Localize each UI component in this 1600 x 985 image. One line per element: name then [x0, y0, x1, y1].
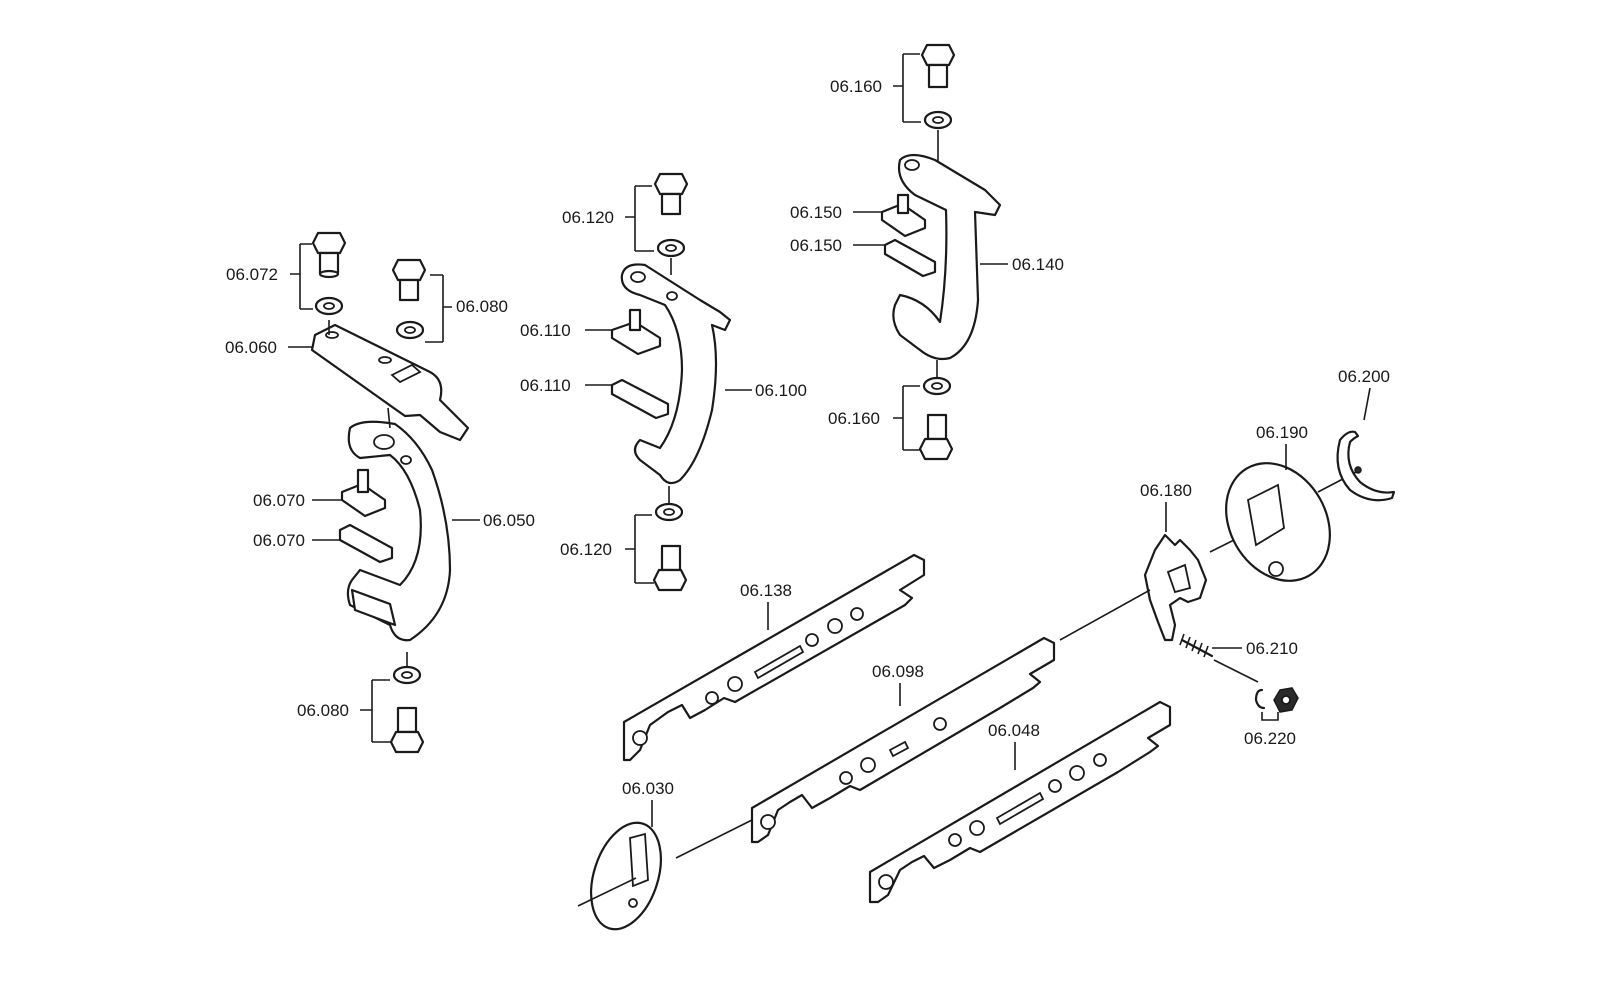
label-06-098: 06.098 [872, 662, 924, 681]
label-06-120-top: 06.120 [562, 208, 614, 227]
label-06-070-b: 06.070 [253, 531, 305, 550]
label-06-160-top: 06.160 [830, 77, 882, 96]
label-06-060: 06.060 [225, 338, 277, 357]
label-06-210: 06.210 [1246, 639, 1298, 658]
label-06-220: 06.220 [1244, 729, 1296, 748]
fork-06-050 [346, 420, 452, 642]
pad-06-110-b [610, 378, 670, 420]
fork-06-100 [620, 263, 732, 485]
pad-06-070-a [340, 468, 387, 518]
bolt-06-072 [311, 231, 347, 279]
label-06-100: 06.100 [755, 381, 807, 400]
washer-06-080-bot [392, 665, 422, 685]
label-06-048: 06.048 [988, 721, 1040, 740]
rail-06-098 [750, 636, 1056, 844]
disc-06-030 [590, 821, 662, 931]
label-06-030: 06.030 [622, 779, 674, 798]
lever-06-180 [1143, 533, 1208, 642]
bolt-06-080-bot [389, 706, 425, 754]
washer-06-160-bot [922, 376, 952, 396]
label-06-080-bot: 06.080 [297, 701, 349, 720]
bolt-06-120-top [653, 172, 689, 216]
label-06-070-a: 06.070 [253, 491, 305, 510]
rail-06-048 [868, 700, 1172, 904]
pad-06-110-a [610, 308, 662, 356]
washer-06-080-top [395, 320, 425, 340]
bolt-06-120-bot [652, 544, 688, 592]
retaining-ring-06-220 [1254, 688, 1266, 710]
bolt-06-080-top [391, 258, 427, 302]
washer-06-120-top [656, 238, 686, 258]
label-06-110-a: 06.110 [520, 321, 571, 340]
rail-06-138 [622, 553, 926, 762]
disc-06-190 [1225, 462, 1331, 582]
label-06-190: 06.190 [1256, 423, 1308, 442]
label-06-180: 06.180 [1140, 481, 1192, 500]
washer-06-160-top [923, 110, 953, 130]
label-06-050: 06.050 [483, 511, 535, 530]
fork-06-140 [892, 153, 1002, 361]
spring-06-210 [1179, 633, 1214, 658]
washer-06-120-bot [654, 502, 684, 522]
label-06-138: 06.138 [740, 581, 792, 600]
label-06-080-top: 06.080 [456, 297, 508, 316]
label-06-110-b: 06.110 [520, 376, 571, 395]
pad-06-150-b [883, 238, 937, 278]
label-06-072: 06.072 [226, 265, 278, 284]
label-06-140: 06.140 [1012, 255, 1064, 274]
label-06-120-bot: 06.120 [560, 540, 612, 559]
label-06-150-b: 06.150 [790, 236, 842, 255]
plate-06-060 [310, 323, 470, 442]
pad-06-070-b [338, 523, 394, 564]
washer-06-072 [314, 296, 344, 316]
label-06-150-a: 06.150 [790, 203, 842, 222]
label-06-160-bot: 06.160 [828, 409, 880, 428]
bolt-06-160-bot [918, 413, 954, 461]
label-06-200: 06.200 [1338, 367, 1390, 386]
nut-06-220 [1273, 687, 1299, 713]
circlip-06-200 [1336, 430, 1396, 502]
pad-06-150-a [880, 193, 927, 238]
bolt-06-160-top [920, 43, 956, 89]
